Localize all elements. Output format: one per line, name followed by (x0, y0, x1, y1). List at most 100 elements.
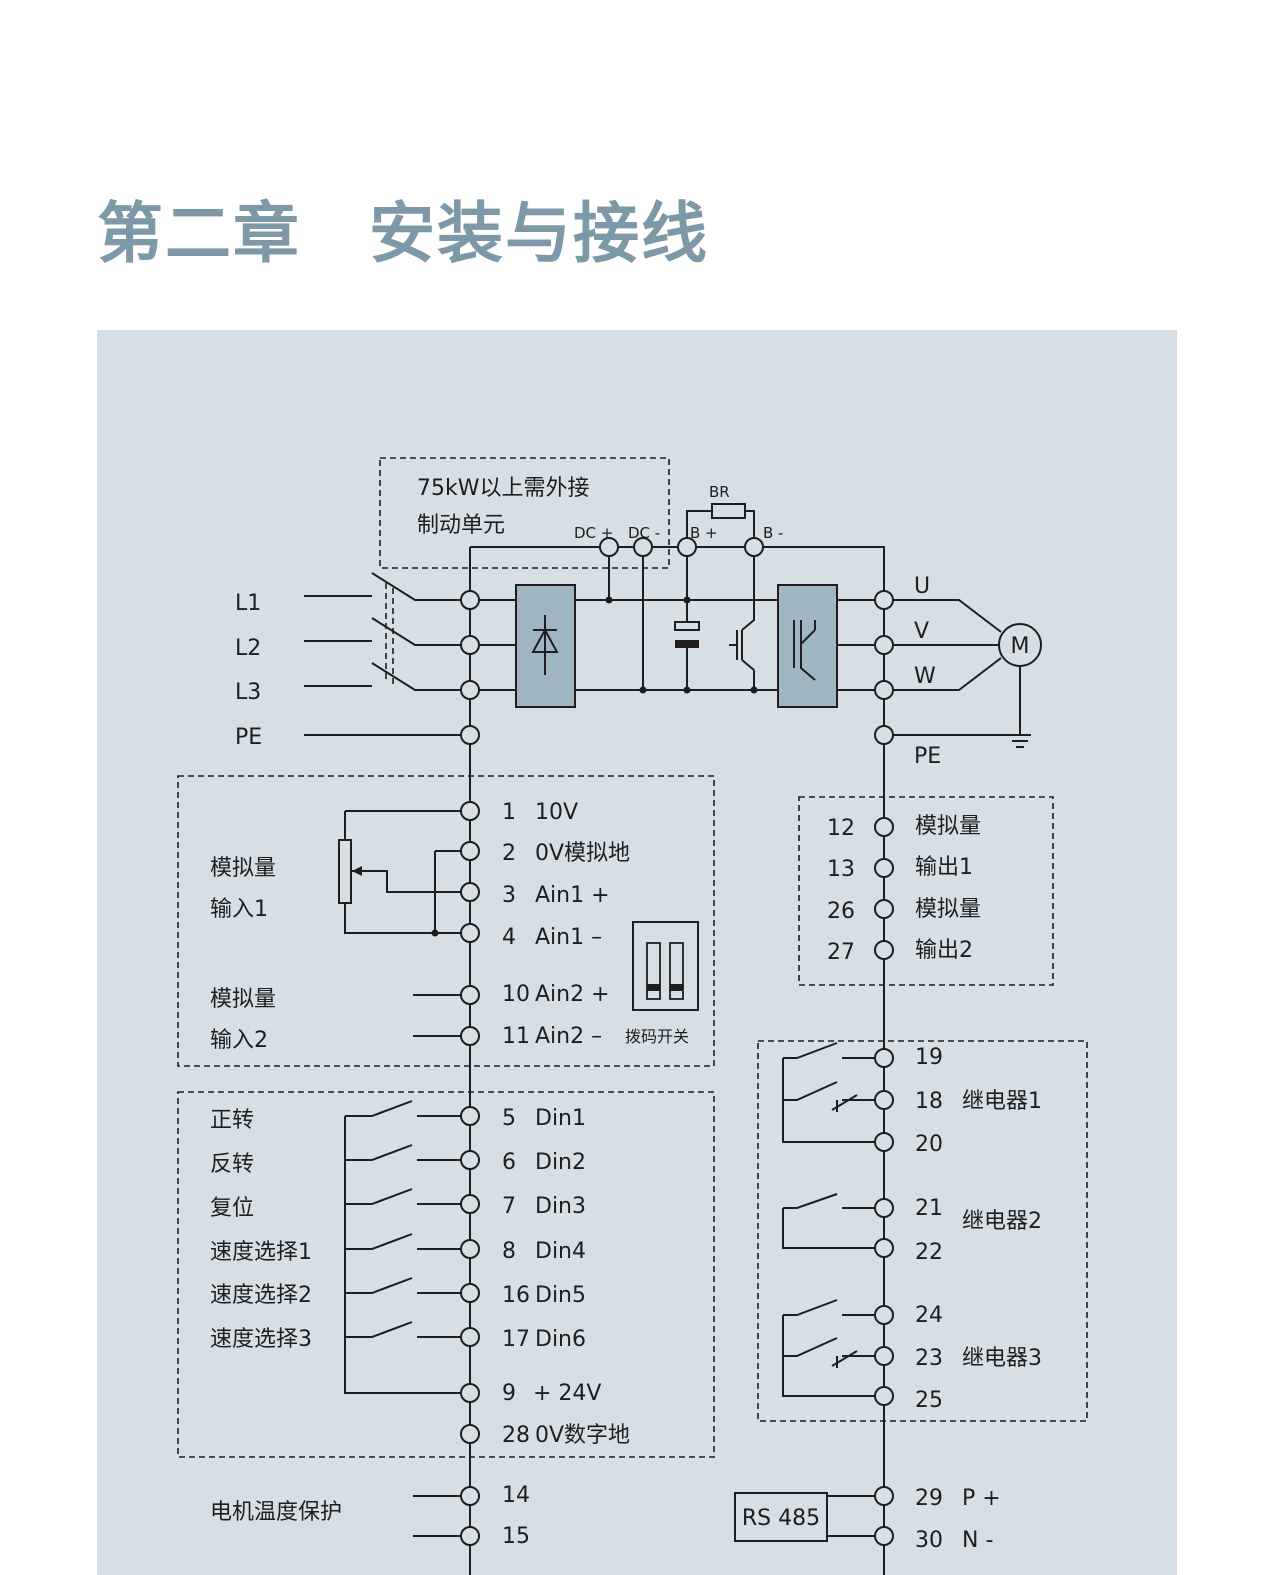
b-plus-label: B + (690, 524, 718, 542)
analog-output-box (798, 796, 1054, 986)
b-minus-label: B - (763, 524, 783, 542)
rs485-label: RS 485 (742, 1506, 820, 1531)
relay-num-18: 18 (915, 1089, 943, 1114)
ai-label-3: Ain1 + (535, 883, 610, 908)
relay-num-22: 22 (915, 1240, 943, 1265)
terminal-30 (874, 1526, 894, 1546)
terminal-14 (460, 1486, 480, 1506)
potentiometer (338, 839, 352, 904)
terminal-l1 (460, 590, 480, 610)
relay1-label: 继电器1 (962, 1089, 1042, 1114)
dip-switch[interactable] (632, 921, 699, 1011)
analog-input-box (177, 775, 715, 1067)
di-label-4: 速度选择1 (210, 1240, 312, 1265)
ai-num-4: 4 (502, 925, 516, 950)
di-label-6: 速度选择3 (210, 1327, 312, 1352)
terminal-pe-out (874, 725, 894, 745)
relay-num-21: 21 (915, 1196, 943, 1221)
terminal-28 (460, 1424, 480, 1444)
di-term-28: 0V数字地 (535, 1423, 630, 1448)
chapter-title: 第二章 安装与接线 (97, 195, 709, 272)
terminal-23 (874, 1346, 894, 1366)
brake-unit-box (379, 457, 670, 569)
terminal-dc-minus (633, 537, 653, 557)
terminal-b-plus (677, 537, 697, 557)
di-num-9: 9 (502, 1381, 516, 1406)
terminal-5 (460, 1106, 480, 1126)
di-label-1: 正转 (210, 1108, 254, 1133)
terminal-u (874, 590, 894, 610)
terminal-9 (460, 1383, 480, 1403)
relay3-label: 继电器3 (962, 1346, 1042, 1371)
terminal-27 (874, 940, 894, 960)
terminal-29 (874, 1486, 894, 1506)
terminal-22 (874, 1238, 894, 1258)
terminal-l3 (460, 680, 480, 700)
br-label: BR (709, 483, 730, 501)
terminal-v (874, 635, 894, 655)
terminal-20 (874, 1132, 894, 1152)
ao-label-1: 模拟量 (915, 814, 981, 839)
di-term-9: + 24V (533, 1381, 601, 1406)
dc-plus-label: DC + (574, 524, 613, 542)
ao-num-12: 12 (827, 816, 855, 841)
switch-din5 (345, 1277, 461, 1294)
di-term-7: Din3 (535, 1194, 586, 1219)
brake-note-line2: 制动单元 (417, 513, 505, 538)
inverter-block (777, 584, 838, 708)
terminal-1 (460, 801, 480, 821)
ao-num-27: 27 (827, 940, 855, 965)
relay3-contacts (782, 1299, 875, 1397)
di-num-8: 8 (502, 1239, 516, 1264)
terminal-16 (460, 1283, 480, 1303)
switch-din6 (345, 1321, 461, 1338)
switch-din3 (345, 1188, 461, 1205)
terminal-18 (874, 1090, 894, 1110)
relay-num-25: 25 (915, 1388, 943, 1413)
input-l1: L1 (235, 591, 261, 616)
input-l2: L2 (235, 636, 261, 661)
di-term-5: Din1 (535, 1106, 586, 1131)
input-pe: PE (235, 725, 262, 750)
rs485-box (734, 1492, 828, 1542)
output-pe: PE (914, 744, 941, 769)
terminal-dc-plus (599, 537, 619, 557)
ai-num-1: 1 (502, 800, 516, 825)
di-num-16: 16 (502, 1283, 530, 1308)
motor-temp-num-14: 14 (502, 1483, 530, 1508)
capacitor (674, 621, 700, 631)
ground-icon (893, 666, 1031, 748)
di-label-5: 速度选择2 (210, 1283, 312, 1308)
ai-label-11: Ain2 – (535, 1024, 602, 1049)
comm-label-29: P + (962, 1486, 1001, 1511)
terminal-b-minus (744, 537, 764, 557)
input-l3: L3 (235, 680, 261, 705)
di-term-17: Din6 (535, 1327, 586, 1352)
terminal-11 (460, 1026, 480, 1046)
di-num-28: 28 (502, 1423, 530, 1448)
switch-din4 (345, 1233, 461, 1250)
ai-num-10: 10 (502, 982, 530, 1007)
terminal-l2 (460, 635, 480, 655)
terminal-6 (460, 1150, 480, 1170)
comm-num-30: 30 (915, 1528, 943, 1553)
di-num-17: 17 (502, 1327, 530, 1352)
terminal-25 (874, 1386, 894, 1406)
switch-din1 (345, 1100, 461, 1117)
dip-switch-label: 拨码开关 (625, 1027, 689, 1046)
ai-label-10: Ain2 + (535, 982, 610, 1007)
ai-num-3: 3 (502, 883, 516, 908)
motor-temp-label: 电机温度保护 (210, 1500, 342, 1525)
terminal-12 (874, 817, 894, 837)
ao-label-3: 模拟量 (915, 897, 981, 922)
ao-label-2: 输出1 (915, 855, 973, 880)
dc-minus-label: DC - (628, 524, 660, 542)
terminal-13 (874, 858, 894, 878)
terminal-2 (460, 841, 480, 861)
di-num-5: 5 (502, 1106, 516, 1131)
analog-input2-line2: 输入2 (210, 1028, 268, 1053)
terminal-4 (460, 923, 480, 943)
ai-label-4: Ain1 – (535, 925, 602, 950)
relay-num-23: 23 (915, 1346, 943, 1371)
terminal-19 (874, 1048, 894, 1068)
